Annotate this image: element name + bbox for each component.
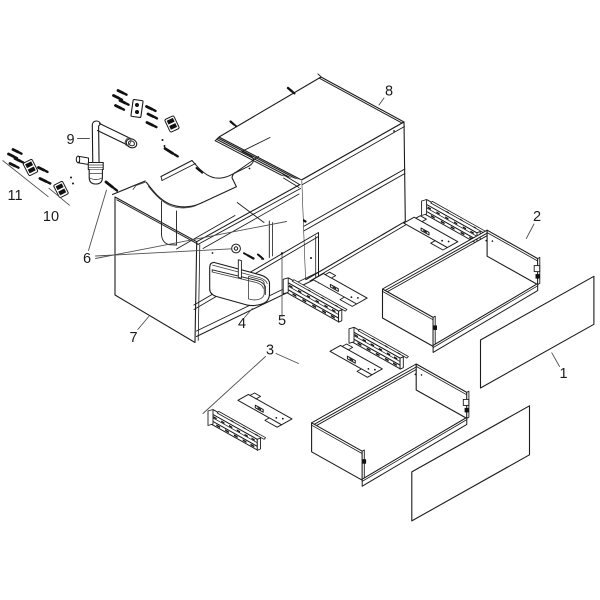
svg-text:4: 4 bbox=[238, 316, 246, 332]
svg-text:8: 8 bbox=[385, 84, 393, 100]
svg-text:7: 7 bbox=[129, 330, 137, 346]
svg-text:10: 10 bbox=[43, 209, 59, 225]
svg-text:9: 9 bbox=[66, 132, 74, 148]
svg-text:3: 3 bbox=[266, 343, 274, 359]
svg-text:6: 6 bbox=[83, 251, 91, 267]
svg-text:2: 2 bbox=[533, 209, 541, 225]
svg-text:11: 11 bbox=[7, 188, 22, 204]
svg-text:1: 1 bbox=[559, 366, 567, 382]
svg-text:5: 5 bbox=[278, 313, 286, 329]
